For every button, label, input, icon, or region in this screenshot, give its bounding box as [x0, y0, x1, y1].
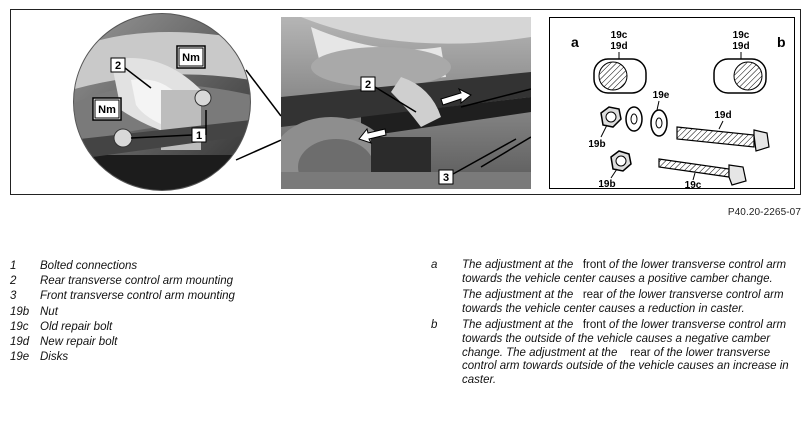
- svg-text:Nm: Nm: [98, 104, 116, 116]
- left-callout-2: 2: [115, 60, 121, 72]
- legend-item: 2 Rear transverse control arm mounting: [10, 274, 410, 289]
- nut-label-top: 19b: [588, 139, 605, 150]
- legend-key: 3: [10, 290, 17, 303]
- note-key: a: [431, 259, 438, 271]
- legend-item: 19c Old repair bolt: [10, 320, 410, 335]
- legend-item: 19e Disks: [10, 350, 410, 365]
- adjustment-notes: a The adjustment at the front of the low…: [431, 259, 801, 390]
- legend-text: Old repair bolt: [40, 320, 113, 333]
- legend-key: 19d: [10, 335, 30, 348]
- middle-callout-3: 3: [443, 172, 449, 184]
- legend-text: Bolted connections: [40, 260, 138, 272]
- legend-item: 19b Nut: [10, 305, 410, 320]
- new-bolt-label: 19d: [714, 110, 731, 121]
- note-key: b: [431, 319, 438, 332]
- emphasis-front: front: [582, 259, 606, 271]
- torque-badge-top: Nm: [176, 45, 206, 69]
- note-a: a The adjustment at the front of the low…: [431, 259, 801, 316]
- legend-item: 1 Bolted connections: [10, 259, 410, 274]
- left-callout-1: 1: [196, 130, 202, 142]
- left-detail-photo: 2 1 Nm Nm: [73, 13, 281, 191]
- legend-list: 1 Bolted connections 2 Rear transverse c…: [10, 259, 410, 365]
- legend-text: Rear transverse control arm mounting: [40, 275, 234, 288]
- parts-diagram: a b 19c 19d 19c 19d 19b 19e 19d 1: [549, 17, 795, 189]
- torque-badge-bottom: Nm: [92, 97, 122, 121]
- variant-label-b: b: [777, 34, 786, 50]
- washer-b-label-top: 19c: [733, 30, 750, 41]
- legend-text: Nut: [40, 305, 58, 318]
- old-bolt-label: 19c: [685, 180, 702, 189]
- figure-frame: 2 1 Nm Nm: [10, 9, 801, 195]
- legend-key: 2: [10, 275, 17, 288]
- washer-b-label-bottom: 19d: [732, 41, 749, 52]
- emphasis-front: front: [582, 319, 606, 332]
- washer-a-label-top: 19c: [611, 30, 628, 41]
- washer-a-label-bottom: 19d: [610, 41, 627, 52]
- legend-text: New repair bolt: [40, 335, 118, 348]
- figure-reference-code: P40.20-2265-07: [727, 207, 801, 218]
- note-b: b The adjustment at the front of the low…: [431, 319, 801, 387]
- legend-key: 19e: [10, 351, 30, 364]
- note-a-paragraph-1: The adjustment at the front of the lower…: [462, 259, 787, 285]
- legend-key: 1: [10, 260, 17, 272]
- legend-text: Disks: [40, 351, 69, 364]
- legend-item: 3 Front transverse control arm mounting: [10, 289, 410, 304]
- legend-item: 19d New repair bolt: [10, 335, 410, 350]
- emphasis-rear: rear: [582, 289, 604, 302]
- legend-key: 19b: [10, 305, 30, 318]
- middle-underbody-photo: 2 3: [281, 17, 531, 189]
- emphasis-rear: rear: [630, 346, 651, 359]
- note-a-paragraph-2: The adjustment at the rear of the lower …: [462, 289, 784, 315]
- legend-text: Front transverse control arm mounting: [40, 290, 235, 303]
- middle-callout-2: 2: [365, 79, 371, 91]
- legend-key: 19c: [10, 320, 29, 333]
- svg-text:Nm: Nm: [182, 52, 200, 64]
- variant-label-a: a: [571, 34, 579, 50]
- disks-label: 19e: [653, 90, 670, 101]
- nut-label-bottom: 19b: [598, 179, 615, 189]
- note-b-paragraph: The adjustment at the front of the lower…: [462, 319, 789, 386]
